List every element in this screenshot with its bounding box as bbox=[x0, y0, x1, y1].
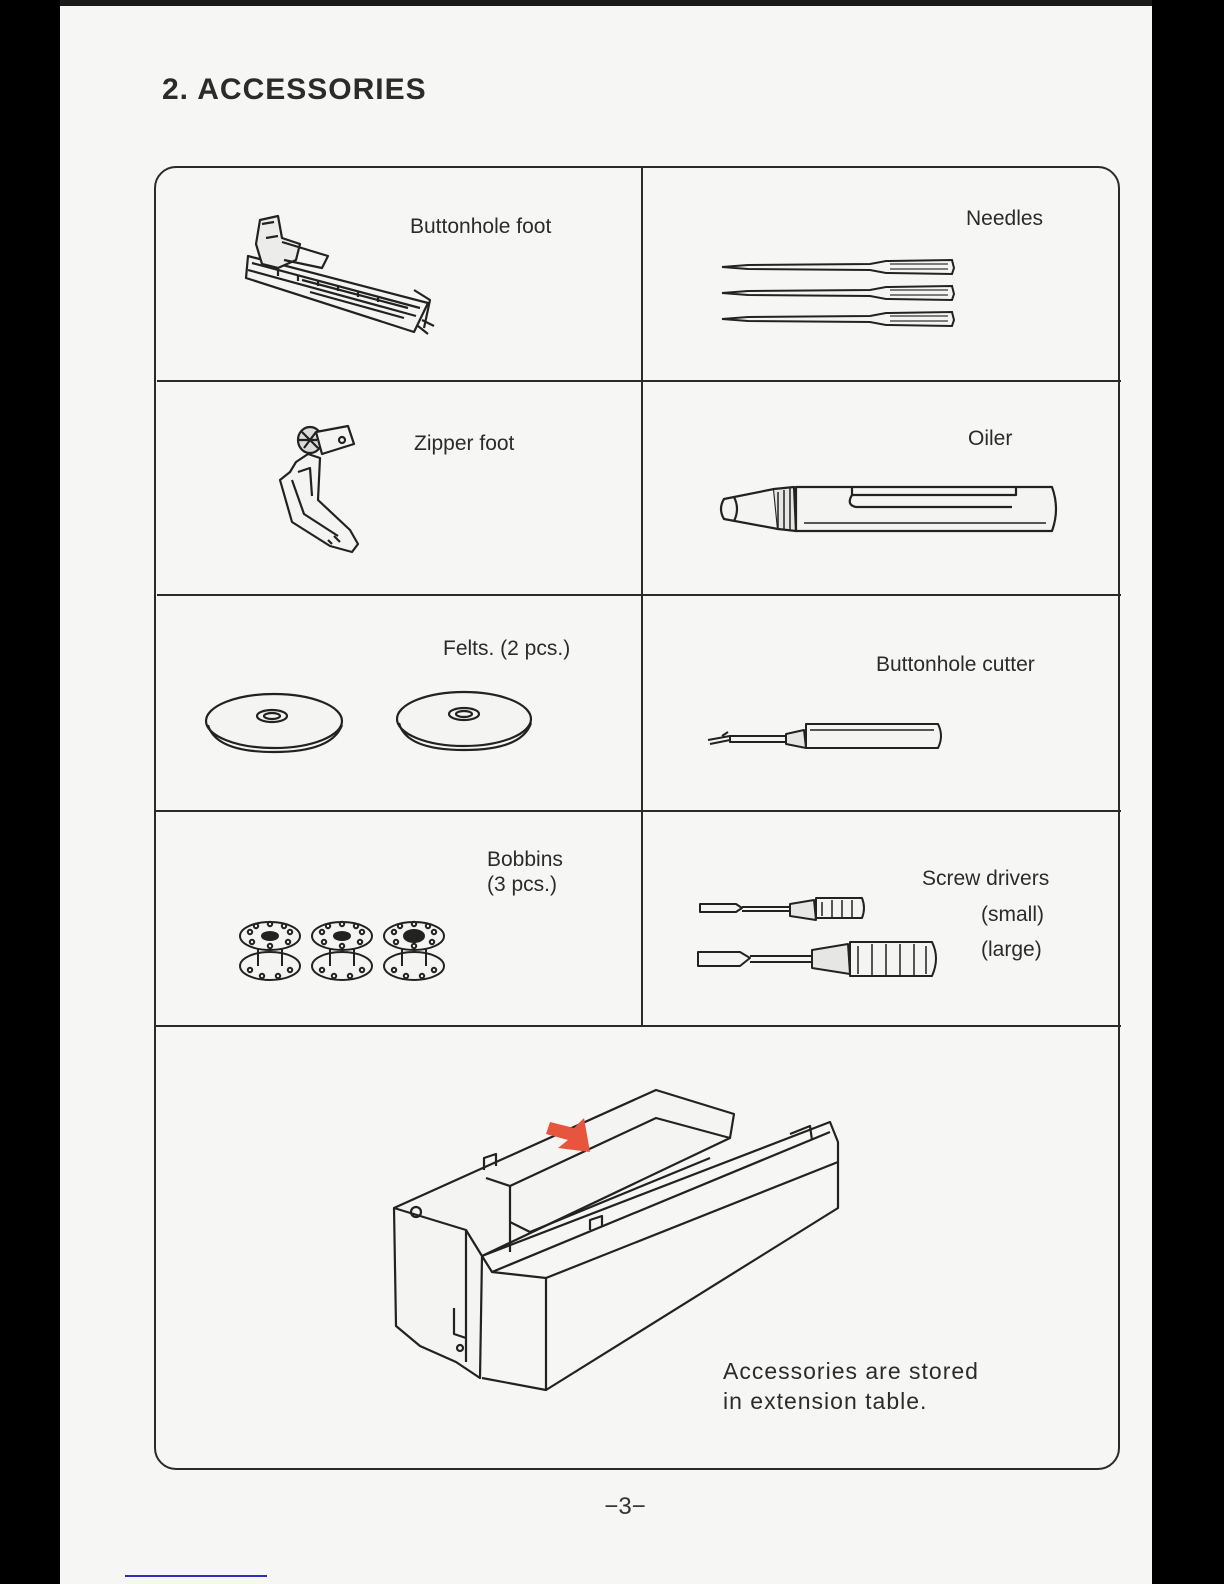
zipper-foot-label: Zipper foot bbox=[414, 431, 514, 456]
screw-driver-small-label: (small) bbox=[981, 902, 1044, 927]
storage-note-line1: Accessories are stored bbox=[723, 1356, 979, 1386]
bobbins-label-line2: (3 pcs.) bbox=[487, 872, 557, 897]
buttonhole-foot-icon bbox=[238, 208, 438, 343]
buttonhole-cutter-label: Buttonhole cutter bbox=[876, 652, 1035, 677]
bobbins-label-line1: Bobbins bbox=[487, 847, 563, 872]
oiler-icon bbox=[716, 483, 1062, 535]
zipper-foot-icon bbox=[268, 418, 368, 563]
screw-drivers-label: Screw drivers bbox=[922, 866, 1049, 891]
felts-label: Felts. (2 pcs.) bbox=[443, 636, 570, 661]
storage-note-line2: in extension table. bbox=[723, 1386, 927, 1416]
needles-label: Needles bbox=[966, 206, 1043, 231]
grid-line-center bbox=[641, 167, 643, 1026]
screw-driver-large-label: (large) bbox=[981, 937, 1042, 962]
scan-left-border bbox=[0, 0, 60, 1584]
grid-line-row1 bbox=[157, 380, 1121, 382]
needles-icon bbox=[720, 256, 960, 334]
grid-line-row3 bbox=[156, 810, 1121, 812]
screw-drivers-icon bbox=[696, 894, 946, 980]
buttonhole-cutter-icon bbox=[706, 718, 946, 756]
scan-right-border bbox=[1152, 0, 1224, 1584]
section-title: 2. ACCESSORIES bbox=[162, 73, 427, 107]
extension-table-icon bbox=[390, 1082, 842, 1394]
grid-line-row4 bbox=[156, 1025, 1121, 1027]
bobbins-icon bbox=[236, 916, 448, 986]
page-number: −3− bbox=[580, 1493, 670, 1521]
felts-icon bbox=[202, 688, 538, 758]
page-link-underline[interactable] bbox=[125, 1575, 267, 1577]
oiler-label: Oiler bbox=[968, 426, 1012, 451]
grid-line-row2 bbox=[157, 594, 1121, 596]
